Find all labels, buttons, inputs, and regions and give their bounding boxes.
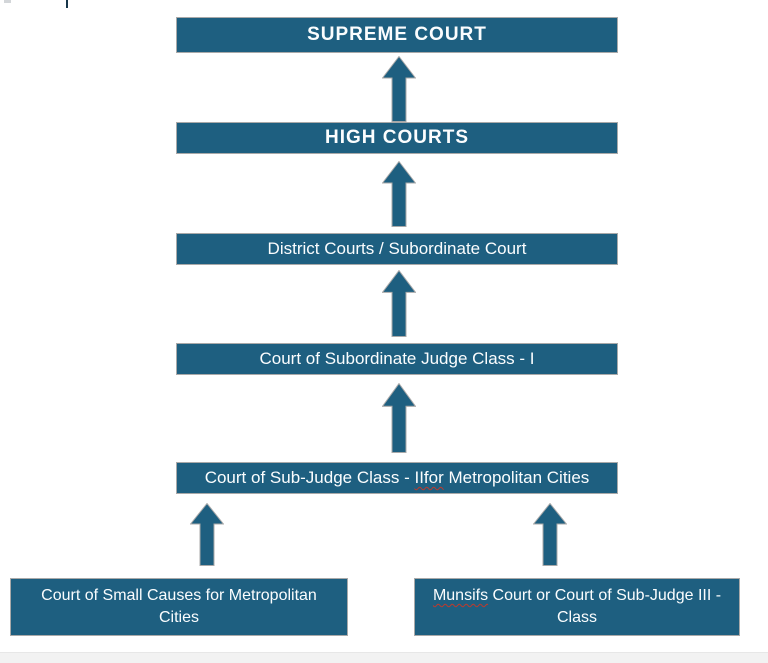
artifact-mark	[4, 0, 11, 3]
node-label: Munsifs Court or Court of Sub-Judge III …	[432, 587, 722, 626]
text-cursor-caret	[66, 0, 68, 8]
up-arrow-icon	[382, 161, 416, 227]
node-label: Court of Sub-Judge Class - IIfor Metropo…	[204, 468, 590, 487]
connector-class2-to-class1[interactable]	[382, 383, 416, 453]
up-arrow-icon	[190, 503, 224, 566]
page-edge-band	[0, 652, 768, 663]
node-district-courts[interactable]: District Courts / Subordinate Court	[176, 233, 618, 265]
node-sub-judge-class-2[interactable]: Court of Sub-Judge Class - IIfor Metropo…	[176, 462, 618, 494]
connector-district-to-high[interactable]	[382, 161, 416, 227]
connector-munsifs-to-class2[interactable]	[533, 503, 567, 566]
connector-high-to-supreme[interactable]	[382, 56, 416, 122]
up-arrow-icon	[382, 56, 416, 122]
node-label: Court of Small Causes for Metropolitan C…	[41, 587, 317, 626]
node-supreme-court[interactable]: SUPREME COURT	[176, 17, 618, 53]
node-high-courts[interactable]: HIGH COURTS	[176, 122, 618, 154]
node-label: District Courts / Subordinate Court	[267, 239, 527, 258]
node-small-causes-court[interactable]: Court of Small Causes for Metropolitan C…	[10, 578, 348, 636]
connector-smallcauses-to-class2[interactable]	[190, 503, 224, 566]
node-munsifs-court[interactable]: Munsifs Court or Court of Sub-Judge III …	[414, 578, 740, 636]
misspelled-word: IIfor	[414, 468, 444, 487]
up-arrow-icon	[382, 383, 416, 453]
up-arrow-icon	[533, 503, 567, 566]
up-arrow-icon	[382, 270, 416, 337]
connector-class1-to-district[interactable]	[382, 270, 416, 337]
node-subordinate-judge-class-1[interactable]: Court of Subordinate Judge Class - I	[176, 343, 618, 375]
node-label: SUPREME COURT	[307, 24, 487, 45]
node-label: HIGH COURTS	[325, 127, 469, 148]
misspelled-word: Munsifs	[432, 587, 489, 604]
node-label: Court of Subordinate Judge Class - I	[259, 349, 535, 368]
